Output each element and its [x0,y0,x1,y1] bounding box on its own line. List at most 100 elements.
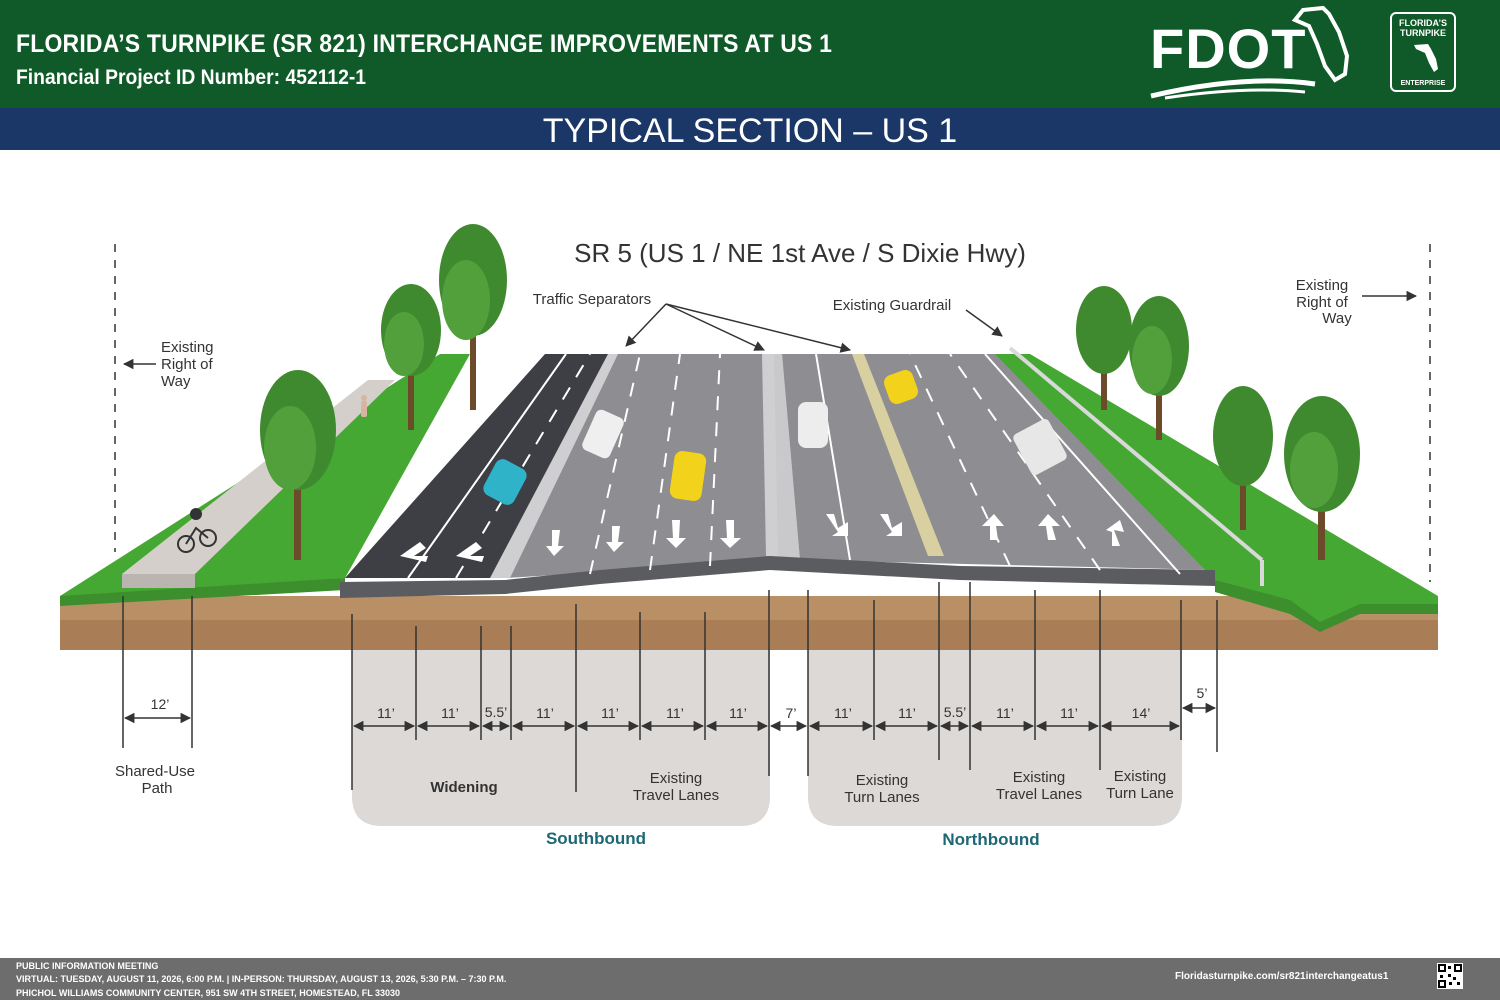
meeting-dates: VIRTUAL: TUESDAY, AUGUST 11, 2026, 6:00 … [16,974,507,984]
nb-existing-travel-label: Travel Lanes [996,786,1082,803]
shoulder-width: 5’ [1197,685,1208,701]
tree-icon [1284,396,1360,560]
badge-text: TURNPIKE [1399,28,1446,38]
lane-width: 11’ [834,705,852,721]
lane-width: 11’ [666,705,684,721]
florida-icon [1414,44,1438,72]
callout-leaders [625,303,1003,353]
tree-icon [1213,386,1273,530]
row-right-label: Existing [1296,277,1349,294]
median [770,354,800,562]
project-url-link[interactable]: Floridasturnpike.com/sr821interchangeatu… [1175,971,1389,982]
up-arrow-icon [1038,514,1060,540]
lane-width: 11’ [1060,705,1078,721]
sb-label-panel [352,650,770,826]
southbound-label: Southbound [546,829,646,848]
up-arrow-icon [982,514,1004,540]
path-width: 12’ [151,696,170,712]
car-icon [483,459,527,505]
nb-label-panel [808,650,1182,826]
guardrail [1008,346,1264,586]
lane-width: 5.5’ [944,704,967,720]
turn-arrow-icon [880,514,902,536]
traffic-separators-label: Traffic Separators [533,291,651,308]
fdot-logo [1150,5,1350,100]
vehicles [483,370,1067,505]
lane-arrows [400,514,1124,562]
row-left-label: Right of [161,356,214,373]
nb-existing-turn-lane-label: Turn Lane [1106,785,1174,802]
row-left-label: Way [161,373,191,390]
shared-use-path-edge [122,574,195,588]
cyclist-icon [177,508,217,553]
nb-existing-turn-label: Turn Lanes [844,789,919,806]
fdot-logo-text: FDOT [1150,17,1307,80]
shared-use-path-label: Shared-Use [115,763,195,780]
down-arrow-icon [720,520,741,548]
tree-icon [260,370,336,560]
row-left-label: Existing [161,339,214,356]
lane-width: 11’ [441,705,459,721]
trees [260,224,1360,560]
existing-guardrail-label: Existing Guardrail [833,297,951,314]
tree-icon [1076,286,1132,410]
traffic-separator [490,354,618,578]
car-icon [884,370,918,404]
traffic-separator [852,354,944,556]
turn-arrow-icon [826,514,848,536]
car-icon [582,409,624,459]
median-width: 7’ [786,705,797,721]
shared-use-path-label: Path [142,780,173,797]
dimension-ticks [122,582,1218,792]
down-arrow-icon [666,520,686,548]
badge-text: ENTERPRISE [1400,80,1446,87]
footer-bar: PUBLIC INFORMATION MEETING VIRTUAL: TUES… [0,958,1500,1000]
road-title: SR 5 (US 1 / NE 1st Ave / S Dixie Hwy) [574,238,1026,268]
lane-width: 14’ [1132,705,1151,721]
row-right-label: Way [1322,310,1352,327]
grass-left-front [60,578,345,606]
dimension-arrows [123,702,1217,732]
meeting-location: PHICHOL WILLIAMS COMMUNITY CENTER, 951 S… [16,988,401,998]
pedestrian-icon [361,395,367,417]
car-icon [669,451,707,501]
badge-text: FLORIDA’S [1398,18,1447,28]
tree-icon [439,224,507,410]
project-title: FLORIDA’S TURNPIKE (SR 821) INTERCHANGE … [16,30,833,58]
tree-icon [1129,296,1189,440]
turn-arrow-icon [400,542,428,562]
down-arrow-icon [546,530,564,556]
northbound-label: Northbound [942,830,1039,849]
widening-label: Widening [430,779,497,796]
nb-existing-turn-lane-label: Existing [1114,768,1167,785]
car-icon [798,402,828,448]
pavement-base [340,556,1215,598]
meeting-title: PUBLIC INFORMATION MEETING [16,961,159,971]
lane-width: 11’ [601,705,619,721]
sb-existing-pavement [505,354,770,578]
nb-existing-turn-label: Existing [856,772,909,789]
traffic-separator [762,354,778,556]
tree-icon [381,284,441,430]
turn-arrow-icon [456,542,484,562]
lane-width: 11’ [898,705,916,721]
lane-width: 11’ [729,705,747,721]
down-arrow-icon [606,526,624,552]
lane-width: 11’ [377,705,395,721]
lane-width: 11’ [536,705,554,721]
turn-arrow-icon [1106,520,1124,546]
nb-existing-travel-label: Existing [1013,769,1066,786]
sb-widening-pavement [345,354,615,578]
lane-width: 11’ [996,705,1014,721]
project-id: Financial Project ID Number: 452112-1 [16,66,367,89]
lane-width: 5.5’ [485,704,508,720]
sb-existing-travel-label: Existing [650,770,703,787]
section-title: TYPICAL SECTION – US 1 [542,112,958,150]
section-bar [0,108,1500,150]
qr-code-icon [1437,963,1463,989]
grass-right-front [1215,580,1438,632]
typical-section-diagram: SR 5 (US 1 / NE 1st Ave / S Dixie Hwy) T… [60,224,1438,849]
truck-icon [1013,419,1067,475]
soil-shade [60,620,1438,650]
turnpike-enterprise-logo: FLORIDA’S TURNPIKE ENTERPRISE [1390,12,1456,92]
